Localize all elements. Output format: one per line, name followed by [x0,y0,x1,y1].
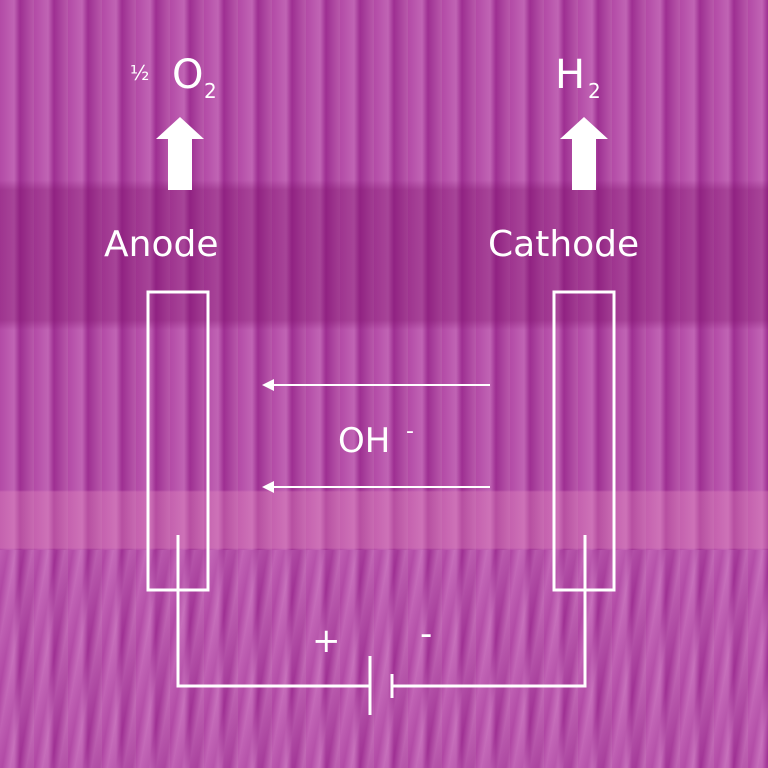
cathode-label: Cathode [488,224,639,265]
hydrogen-subscript: 2 [588,79,601,103]
oxygen-label: O [172,52,203,98]
ion-arrow-bottom [262,481,490,493]
positive-terminal-label: + [312,621,341,661]
oxygen-subscript: 2 [204,79,217,103]
oxygen-up-arrow-icon [156,117,204,190]
anode-label: Anode [104,224,218,265]
oxygen-fraction: ½ [130,61,149,85]
cathode-wire [392,535,587,688]
negative-terminal-label: - [420,614,432,654]
hydroxide-charge: - [406,419,414,444]
background-tubes [0,550,768,768]
ion-arrow-top [262,379,490,391]
anode-wire [176,535,370,688]
hydroxide-ion-label: OH [338,421,390,461]
hydrogen-up-arrow-icon [560,117,608,190]
hydrogen-label: H [555,52,585,98]
